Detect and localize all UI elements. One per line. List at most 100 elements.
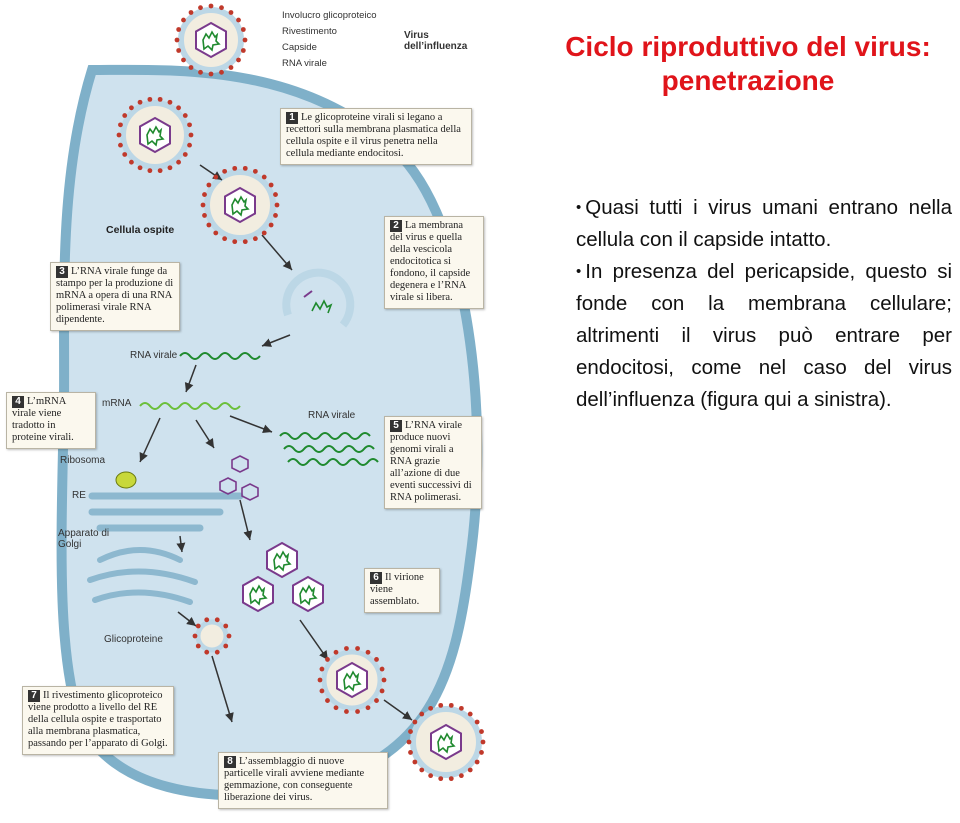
glycoprotein-spike: [167, 99, 173, 105]
glycoprotein-spike: [223, 643, 229, 649]
glycoprotein-spike: [317, 677, 323, 683]
glycoprotein-spike: [236, 57, 241, 63]
mrna-label: mRNA: [102, 398, 132, 409]
glycoprotein-spike: [187, 142, 192, 148]
glycoprotein-spike: [374, 657, 379, 662]
glycoprotein-spike: [448, 776, 454, 782]
glycoprotein-spike: [252, 168, 258, 174]
glycoprotein-spike: [195, 623, 201, 629]
glycoprotein-spike: [274, 202, 280, 208]
glycoprotein-spike: [214, 617, 220, 623]
bullet-item: Quasi tutti i virus umani entrano nella …: [576, 192, 952, 256]
legend-capsid: Capside: [282, 42, 317, 53]
glycoprotein-spike: [379, 666, 385, 672]
assembling-capsid: [266, 542, 298, 578]
glycoprotein-spike: [202, 213, 207, 218]
legend-viral-rna: RNA virale: [282, 58, 327, 69]
glycoprotein-vesicle: [195, 619, 229, 653]
glycoprotein-spike: [438, 776, 444, 782]
glycoprotein-spike: [167, 165, 173, 171]
glycoprotein-spike: [240, 48, 246, 53]
glycoprotein-spike: [333, 649, 339, 655]
glycoprotein-spike: [176, 105, 181, 111]
glycoprotein-spike: [406, 739, 412, 745]
glycoprotein-spike: [467, 767, 473, 773]
glycoprotein-spike: [228, 10, 234, 15]
glycoprotein-spike: [408, 750, 413, 755]
glycoprotein-spike: [365, 705, 371, 711]
glycoprotein-spike: [182, 113, 188, 118]
glycoprotein-spike: [419, 711, 425, 717]
assembling-capsid: [242, 576, 274, 612]
golgi-apparatus: [87, 547, 198, 605]
glycoprotein-spike: [261, 174, 267, 180]
bullet-list: Quasi tutti i virus umani entrano nella …: [576, 192, 952, 416]
budding-virion: [321, 649, 383, 711]
mrna-strand: [139, 402, 241, 410]
glycoprotein-spike: [219, 69, 224, 75]
glycoprotein-spike: [344, 646, 349, 651]
influenza-cycle-figure: Involucro glicoproteico Rivestimento Cap…: [6, 3, 486, 809]
glycoprotein-spike: [129, 159, 134, 165]
glycoprotein-spike: [222, 168, 228, 174]
new-viral-rna-label: RNA virale: [308, 410, 356, 421]
glycoprotein-spike: [261, 230, 267, 236]
glycoprotein-spike: [319, 688, 325, 694]
glycoprotein-spike: [174, 37, 180, 43]
legend-title: Virus dell’influenza: [404, 30, 468, 52]
glycoprotein-spike: [428, 773, 434, 779]
glycoprotein-spike: [268, 182, 274, 188]
glycoprotein-spike: [188, 10, 194, 15]
glycoprotein-spike: [206, 182, 212, 188]
glycoprotein-spike: [187, 122, 192, 128]
glycoprotein-spike: [236, 17, 241, 23]
endocytic-vesicle: [204, 169, 276, 241]
influenza-virus-entering: [120, 100, 190, 170]
glycoprotein-spike: [240, 27, 246, 32]
glycoprotein-spike: [176, 48, 182, 53]
glycoprotein-spike: [379, 688, 385, 694]
capsid-proteins: [219, 455, 259, 501]
released-virion: [410, 706, 482, 778]
glycoprotein-spike: [365, 649, 371, 655]
glycoprotein-spike: [458, 705, 464, 711]
legend-coat: Rivestimento: [282, 26, 337, 37]
glycoprotein-spike: [198, 5, 203, 11]
glycoprotein-spike: [118, 142, 123, 148]
glycoprotein-spike: [137, 165, 143, 171]
glycoprotein-spike: [419, 767, 425, 773]
glycoprotein-spike: [157, 168, 163, 174]
glycoprotein-spike: [129, 105, 134, 111]
host-cell-label: Cellula ospite: [106, 224, 175, 236]
glycoprotein-spike: [219, 5, 224, 11]
glycoprotein-spike: [480, 739, 486, 745]
glycoprotein-spike: [438, 702, 444, 708]
glycoproteins-label: Glicoproteine: [104, 634, 163, 645]
uncoating-vesicle: [282, 268, 355, 328]
glycoprotein-spike: [479, 729, 484, 734]
glycoprotein-spike: [116, 132, 122, 138]
new-rna-strand: [283, 445, 375, 453]
endoplasmic-reticulum: [88, 492, 244, 532]
glycoprotein-spike: [181, 17, 186, 23]
glycoprotein-spike: [188, 65, 194, 70]
glycoprotein-spike: [147, 96, 153, 102]
ribosome: [115, 471, 137, 489]
glycoprotein-spike: [157, 96, 163, 102]
er-label: RE: [72, 490, 86, 501]
glycoprotein-spike: [202, 192, 207, 197]
glycoprotein-spike: [428, 705, 434, 711]
glycoprotein-spike: [182, 152, 188, 157]
glycoprotein-spike: [122, 152, 128, 157]
glycoprotein-spike: [467, 711, 473, 717]
glycoprotein-spike: [206, 222, 212, 228]
golgi-label: Apparato di Golgi: [58, 528, 110, 550]
glycoprotein-spike: [192, 633, 198, 639]
glycoprotein-spike: [474, 759, 480, 765]
glycoprotein-spike: [408, 729, 413, 734]
